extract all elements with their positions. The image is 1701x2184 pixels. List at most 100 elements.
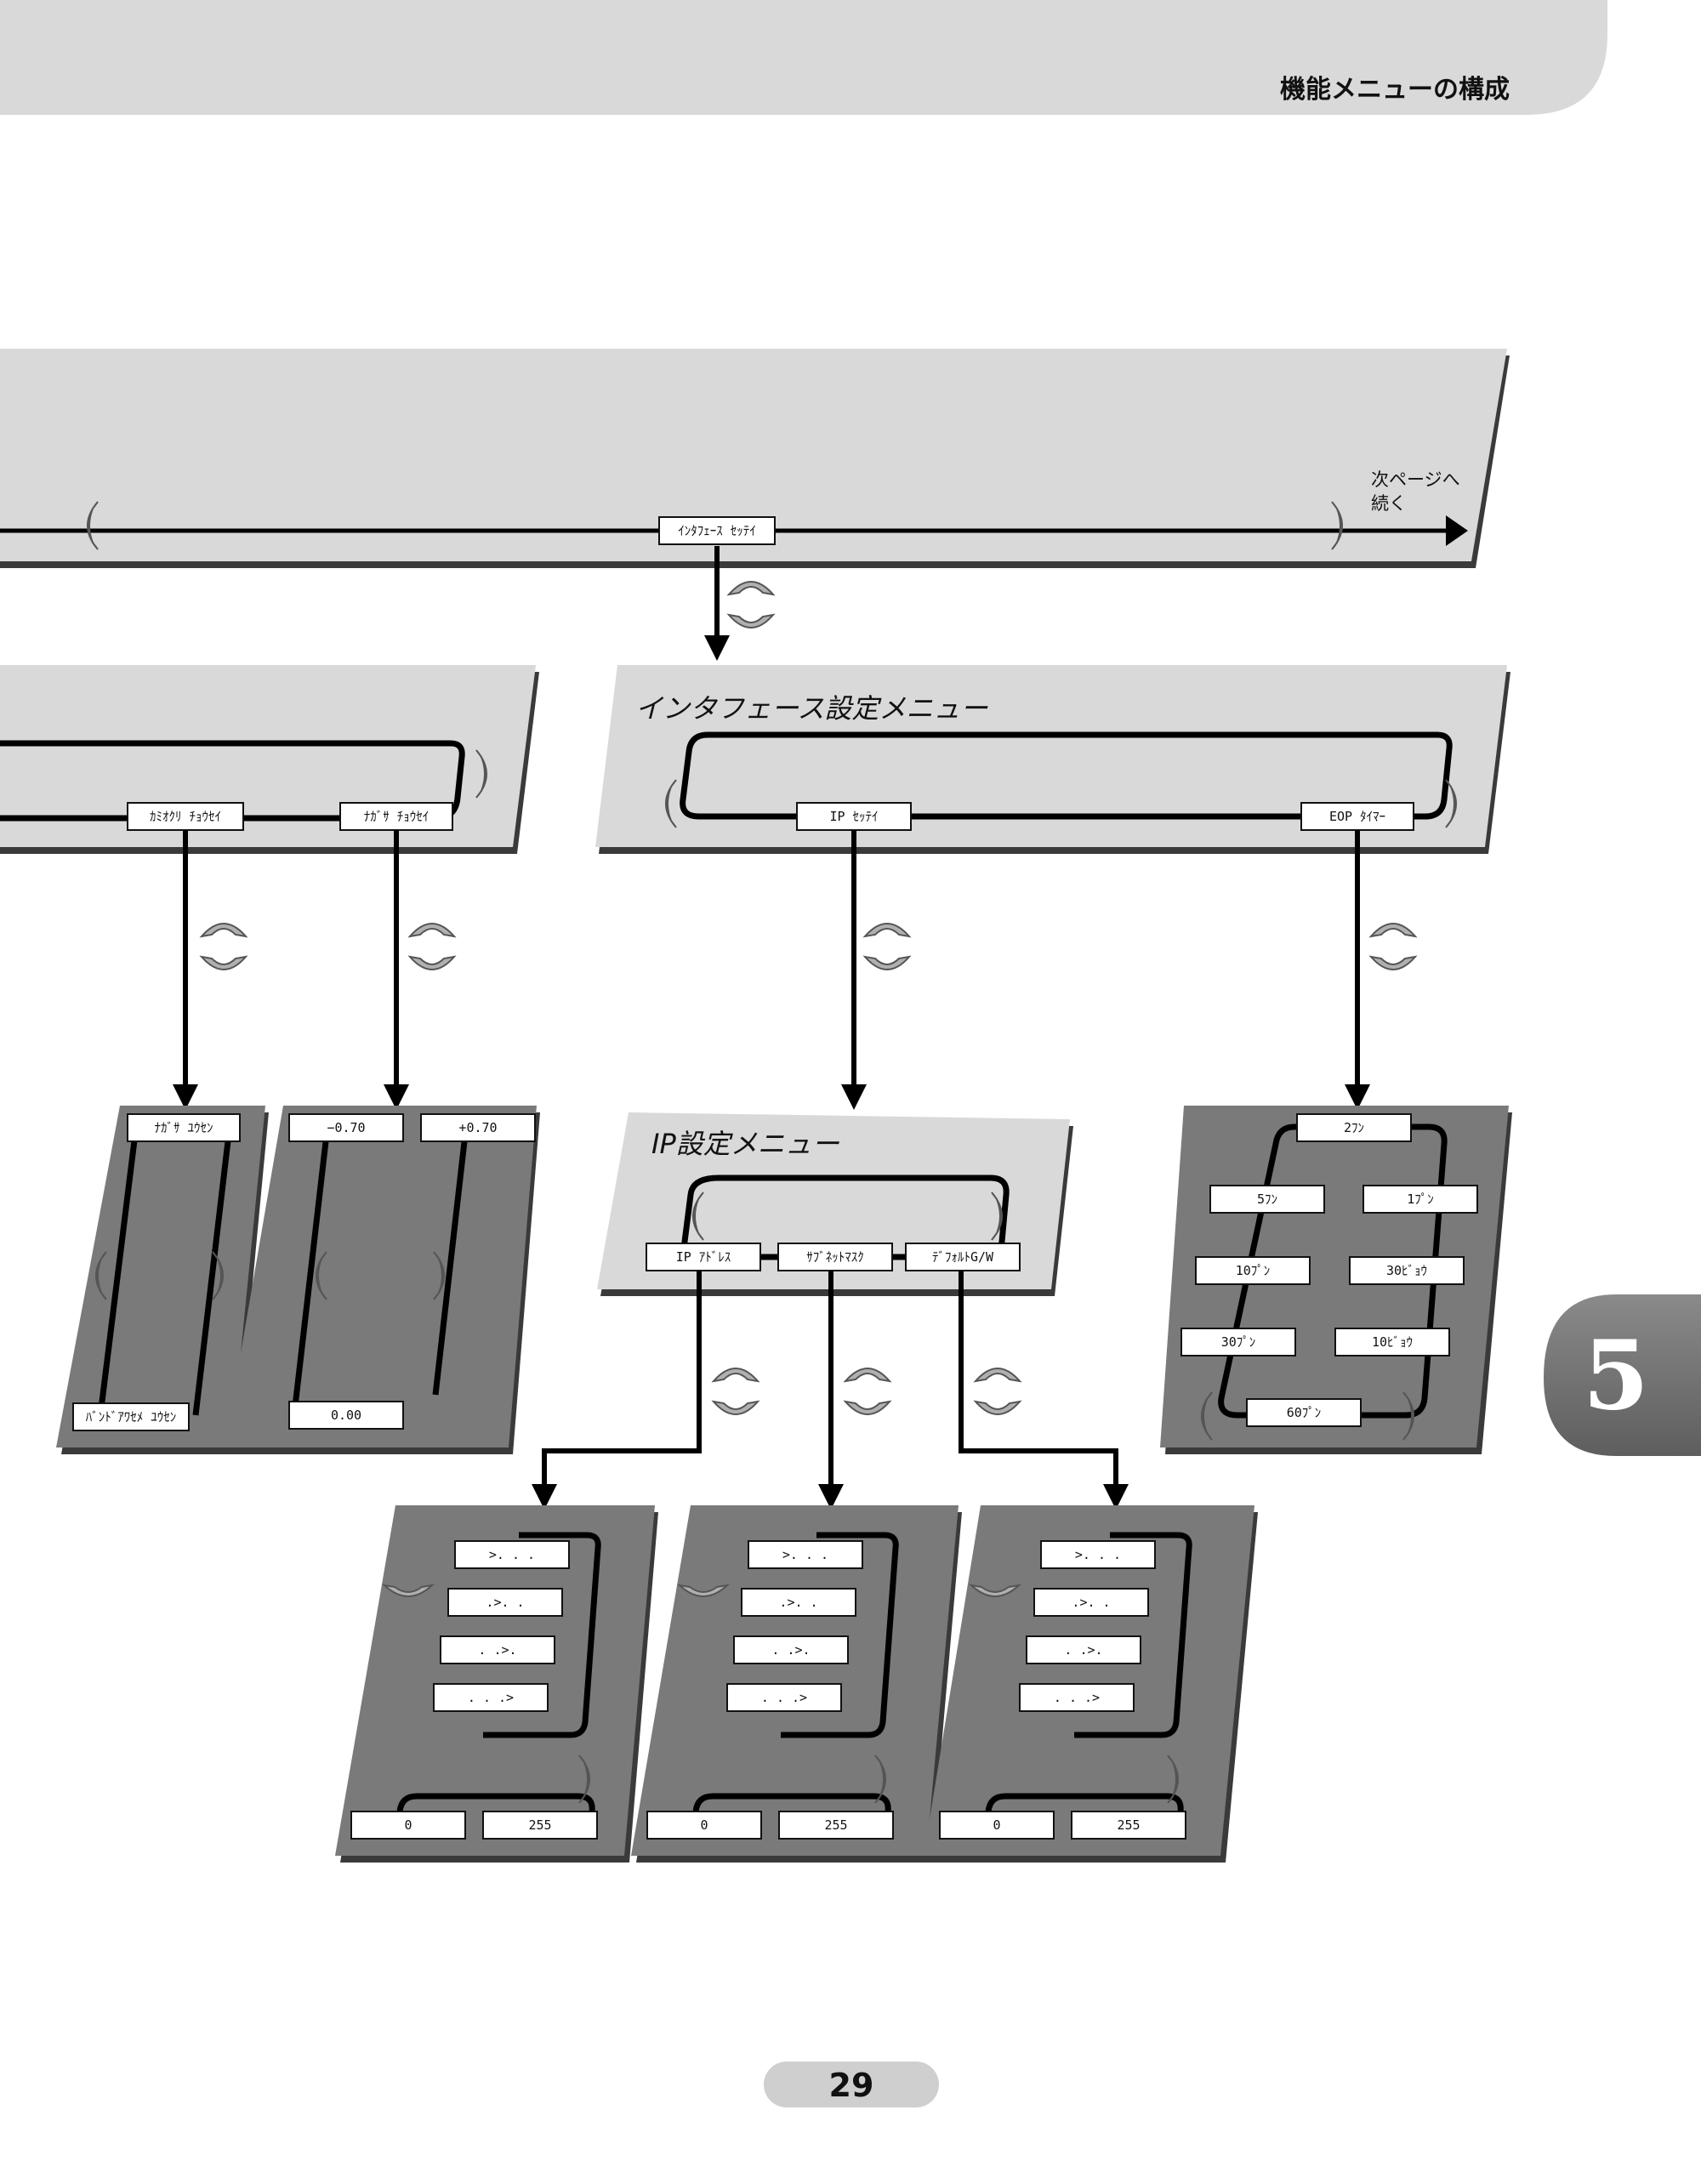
octet-field-3[interactable] [733, 1635, 849, 1664]
up-down-button-icon [199, 923, 248, 970]
next-page-note: 次ページへ [1371, 469, 1460, 490]
menu-item-eop-timer[interactable] [1300, 802, 1414, 831]
page-number-badge: 29 [764, 2062, 939, 2107]
octet-field-4[interactable] [726, 1683, 842, 1712]
timer-option-7[interactable] [1334, 1328, 1450, 1356]
svg-text:1ﾌﾟﾝ: 1ﾌﾟﾝ [1407, 1192, 1434, 1207]
svg-text:EOP ﾀｲﾏｰ: EOP ﾀｲﾏｰ [1329, 809, 1385, 824]
left-submenu-band: ｶﾐｵｸﾘ ﾁｮｳｾｲ ﾅｶﾞｻ ﾁｮｳｾｲ [0, 665, 539, 854]
svg-text:0.00: 0.00 [331, 1408, 361, 1423]
menu-item-length[interactable] [339, 802, 453, 831]
next-page-note-2: 続く [1371, 493, 1407, 514]
octet-field-3[interactable] [1026, 1635, 1141, 1664]
option-default[interactable] [288, 1401, 404, 1430]
timer-option-2[interactable] [1209, 1185, 1325, 1214]
timer-option-5[interactable] [1349, 1256, 1465, 1285]
svg-text:30ﾌﾟﾝ: 30ﾌﾟﾝ [1221, 1334, 1256, 1350]
svg-text:>. . .: >. . . [489, 1547, 535, 1562]
option-band-priority[interactable] [72, 1402, 190, 1431]
timer-option-3[interactable] [1363, 1185, 1478, 1214]
svg-text:255: 255 [824, 1817, 847, 1833]
page-number: 29 [829, 2067, 874, 2104]
right-arrow-button-icon [991, 1192, 1003, 1241]
svg-text:ﾊﾞﾝﾄﾞｱﾜｾﾒ ﾕｳｾﾝ: ﾊﾞﾝﾄﾞｱﾜｾﾒ ﾕｳｾﾝ [86, 1409, 177, 1425]
value-max[interactable] [482, 1811, 598, 1840]
menu-item-subnet-mask[interactable] [777, 1243, 893, 1271]
svg-text:30ﾋﾞｮｳ: 30ﾋﾞｮｳ [1386, 1263, 1427, 1278]
svg-text:0: 0 [993, 1817, 1000, 1833]
down-button-icon [676, 1584, 731, 1597]
chapter-tab: 5 [1544, 1294, 1701, 1456]
next-page-arrow-icon [1446, 515, 1468, 546]
value-min[interactable] [646, 1811, 762, 1840]
svg-text:. .>.: . .>. [478, 1642, 516, 1658]
svg-text:. . .>: . . .> [1054, 1690, 1100, 1705]
option-min[interactable] [288, 1113, 404, 1142]
menu-item-ip-settings[interactable] [796, 802, 912, 831]
ip-menu-panel: IP設定メニュー IP ｱﾄﾞﾚｽ ｻﾌﾞﾈｯﾄﾏｽｸ ﾃﾞﾌｫﾙﾄG/W [597, 1112, 1073, 1296]
right-arrow-button-icon [475, 749, 487, 799]
gateway-value-panel: >. . . .>. . . .>. . . .> 0 255 [924, 1505, 1258, 1863]
up-down-button-icon [973, 1368, 1022, 1415]
octet-field-2[interactable] [741, 1588, 856, 1617]
value-min[interactable] [350, 1811, 466, 1840]
menu-item-ip-address[interactable] [646, 1243, 761, 1271]
option-max[interactable] [420, 1113, 536, 1142]
timer-option-4[interactable] [1195, 1256, 1311, 1285]
left-arrow-button-icon [1201, 1391, 1213, 1441]
svg-text:10ﾌﾟﾝ: 10ﾌﾟﾝ [1236, 1263, 1271, 1278]
page-header: 機能メニューの構成 [0, 0, 1607, 115]
chapter-number: 5 [1583, 1321, 1649, 1432]
right-arrow-button-icon [1331, 501, 1343, 550]
eop-timer-panel: 2ﾌﾝ 5ﾌﾝ 1ﾌﾟﾝ 10ﾌﾟﾝ 30ﾋﾞｮｳ 30ﾌﾟﾝ 10ﾋﾞｮｳ 6… [1160, 1106, 1512, 1454]
menu-item-interface[interactable] [658, 516, 776, 545]
svg-text:.>. .: .>. . [1072, 1595, 1110, 1610]
svg-text:ﾅｶﾞｻ ﾁｮｳｾｲ: ﾅｶﾞｻ ﾁｮｳｾｲ [364, 809, 430, 824]
octet-field-1[interactable] [1040, 1540, 1156, 1569]
svg-text:255: 255 [528, 1817, 551, 1833]
svg-text:. . .>: . . .> [761, 1690, 807, 1705]
octet-field-4[interactable] [433, 1683, 549, 1712]
svg-text:+0.70: +0.70 [458, 1120, 497, 1135]
up-down-button-icon [843, 1368, 892, 1415]
right-arrow-button-icon [874, 1755, 886, 1804]
value-max[interactable] [778, 1811, 894, 1840]
octet-field-1[interactable] [748, 1540, 863, 1569]
down-button-icon [968, 1584, 1022, 1597]
octet-field-4[interactable] [1019, 1683, 1135, 1712]
right-arrow-button-icon [1402, 1391, 1414, 1441]
left-arrow-button-icon [95, 1251, 107, 1300]
svg-text:ｶﾐｵｸﾘ ﾁｮｳｾｲ: ｶﾐｵｸﾘ ﾁｮｳｾｲ [150, 809, 221, 824]
timer-option-1[interactable] [1296, 1113, 1412, 1142]
right-arrow-button-icon [578, 1755, 590, 1804]
svg-text:ｻﾌﾞﾈｯﾄﾏｽｸ: ｻﾌﾞﾈｯﾄﾏｽｸ [806, 1249, 864, 1265]
svg-text:2ﾌﾝ: 2ﾌﾝ [1344, 1120, 1364, 1135]
value-max[interactable] [1071, 1811, 1186, 1840]
option-length-priority[interactable] [127, 1113, 241, 1142]
ip-menu-title: IP設定メニュー [651, 1128, 840, 1160]
svg-text:.>. .: .>. . [486, 1595, 524, 1610]
svg-text:−0.70: −0.70 [327, 1120, 365, 1135]
svg-text:>. . .: >. . . [782, 1547, 828, 1562]
svg-text:10ﾋﾞｮｳ: 10ﾋﾞｮｳ [1372, 1334, 1413, 1350]
octet-field-3[interactable] [440, 1635, 555, 1664]
svg-text:0: 0 [700, 1817, 708, 1833]
left-arrow-button-icon [692, 1192, 704, 1241]
octet-field-1[interactable] [454, 1540, 570, 1569]
timer-option-8[interactable] [1246, 1398, 1362, 1427]
menu-item-default-gateway[interactable] [905, 1243, 1021, 1271]
value-min[interactable] [939, 1811, 1055, 1840]
svg-text:. .>.: . .>. [771, 1642, 810, 1658]
up-down-button-icon [711, 1368, 760, 1415]
timer-option-6[interactable] [1180, 1328, 1296, 1356]
svg-text:IP ｾｯﾃｲ: IP ｾｯﾃｲ [829, 809, 878, 824]
down-button-icon [381, 1584, 435, 1597]
header-title: 機能メニューの構成 [1280, 75, 1510, 105]
octet-field-2[interactable] [1033, 1588, 1149, 1617]
length-adjust-panel: −0.70 +0.70 0.00 [225, 1106, 540, 1454]
connector-default-gateway [959, 1271, 1129, 1510]
right-arrow-button-icon [1167, 1755, 1179, 1804]
octet-field-2[interactable] [447, 1588, 563, 1617]
left-arrow-button-icon [87, 501, 99, 550]
